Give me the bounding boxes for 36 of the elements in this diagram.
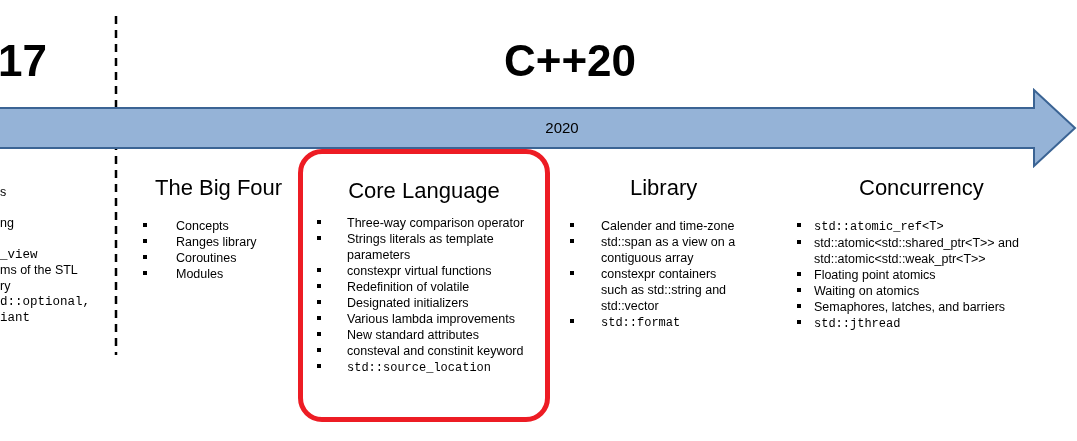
list-item: Semaphores, latches, and barriers [797, 299, 1047, 315]
list-item: Concepts [143, 218, 303, 234]
list-item: New standard attributes [317, 327, 527, 343]
list-item: Various lambda improvements [317, 311, 527, 327]
partial-text: ry [0, 278, 11, 294]
section-heading: Library [630, 174, 699, 202]
title-heading: C++20 [502, 36, 638, 86]
partial-text: iant [0, 310, 30, 326]
list-item: Redefinition of volatile [317, 279, 527, 295]
list-item: Waiting on atomics [797, 283, 1047, 299]
list-item: Modules [143, 266, 303, 282]
list-item: std::atomic<std::shared_ptr<T>> and std::atomic<std::weak_ptr<T>> [797, 235, 1047, 267]
section-heading: The Big Four [155, 174, 284, 202]
partial-text: d::optional, [0, 294, 90, 310]
list-item: std::atomic_ref<T> [797, 218, 1047, 235]
list-item: std::source_location [317, 359, 527, 376]
section-heading: Concurrency [859, 174, 985, 202]
list-item: Coroutines [143, 250, 303, 266]
partial-text: ms of the STL [0, 262, 78, 278]
partial-text: ng [0, 215, 14, 231]
list-item: Floating point atomics [797, 267, 1047, 283]
list-item: Designated initializers [317, 295, 527, 311]
list-item: Calender and time-zone [570, 218, 742, 234]
partial-text: _view [0, 247, 38, 263]
list-item: Ranges library [143, 234, 303, 250]
partial-text: s [0, 184, 7, 200]
highlight-box [298, 149, 550, 422]
partial-heading: 17 [0, 36, 47, 86]
list-item: std::format [570, 314, 742, 331]
list-item: consteval and constinit keyword [317, 343, 527, 359]
section-heading: Core Language [347, 177, 501, 205]
list-item: std::jthread [797, 315, 1047, 332]
year-label: 2020 [544, 118, 580, 138]
list-item: Three-way comparison operator [317, 215, 527, 231]
list-item: constexpr containers such as std::string and std::vector [570, 266, 742, 314]
list-item: constexpr virtual functions [317, 263, 527, 279]
